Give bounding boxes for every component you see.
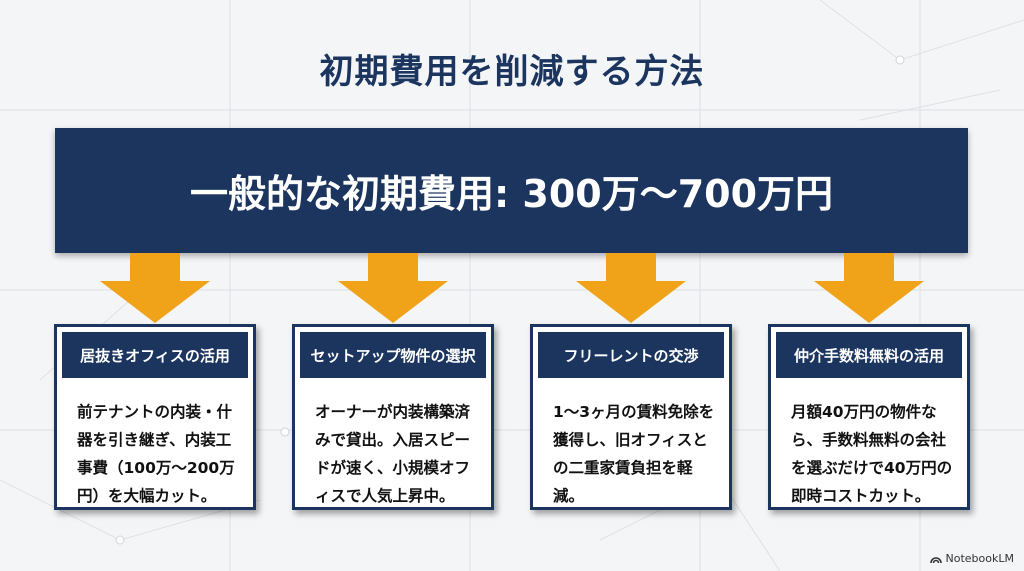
down-arrow-icon <box>814 253 924 323</box>
cost-banner: 一般的な初期費用: 300万〜700万円 <box>55 128 968 253</box>
notebooklm-logo: NotebookLM <box>929 552 1014 565</box>
card-body: 月額40万円の物件なら、手数料無料の会社を選ぶだけで40万円の即時コストカット。 <box>791 403 953 505</box>
notebooklm-icon <box>929 557 942 563</box>
card-heading: 居抜きオフィスの活用 <box>62 332 248 378</box>
card-body: 1〜3ヶ月の賃料免除を獲得し、旧オフィスとの二重家賃負担を軽減。 <box>553 403 715 505</box>
card-heading: セットアップ物件の選択 <box>300 332 486 378</box>
page-title: 初期費用を削減する方法 <box>319 52 705 92</box>
method-card-inuki: 居抜きオフィスの活用 前テナントの内装・什器を引き継ぎ、内装工事費（100万〜2… <box>54 324 256 510</box>
method-card-setup: セットアップ物件の選択 オーナーが内装構築済みで貸出。入居スピードが速く、小規模… <box>292 324 494 510</box>
method-card-free-rent: フリーレントの交渉 1〜3ヶ月の賃料免除を獲得し、旧オフィスとの二重家賃負担を軽… <box>530 324 732 510</box>
card-heading: 仲介手数料無料の活用 <box>776 332 962 378</box>
down-arrow-icon <box>576 253 686 323</box>
card-body: オーナーが内装構築済みで貸出。入居スピードが速く、小規模オフィスで人気上昇中。 <box>315 403 471 505</box>
down-arrow-icon <box>338 253 448 323</box>
card-heading: フリーレントの交渉 <box>538 332 724 378</box>
method-card-no-fee: 仲介手数料無料の活用 月額40万円の物件なら、手数料無料の会社を選ぶだけで40万… <box>768 324 970 510</box>
down-arrow-icon <box>100 253 210 323</box>
card-body: 前テナントの内装・什器を引き継ぎ、内装工事費（100万〜200万円）を大幅カット… <box>77 403 235 505</box>
logo-text: NotebookLM <box>945 552 1014 565</box>
